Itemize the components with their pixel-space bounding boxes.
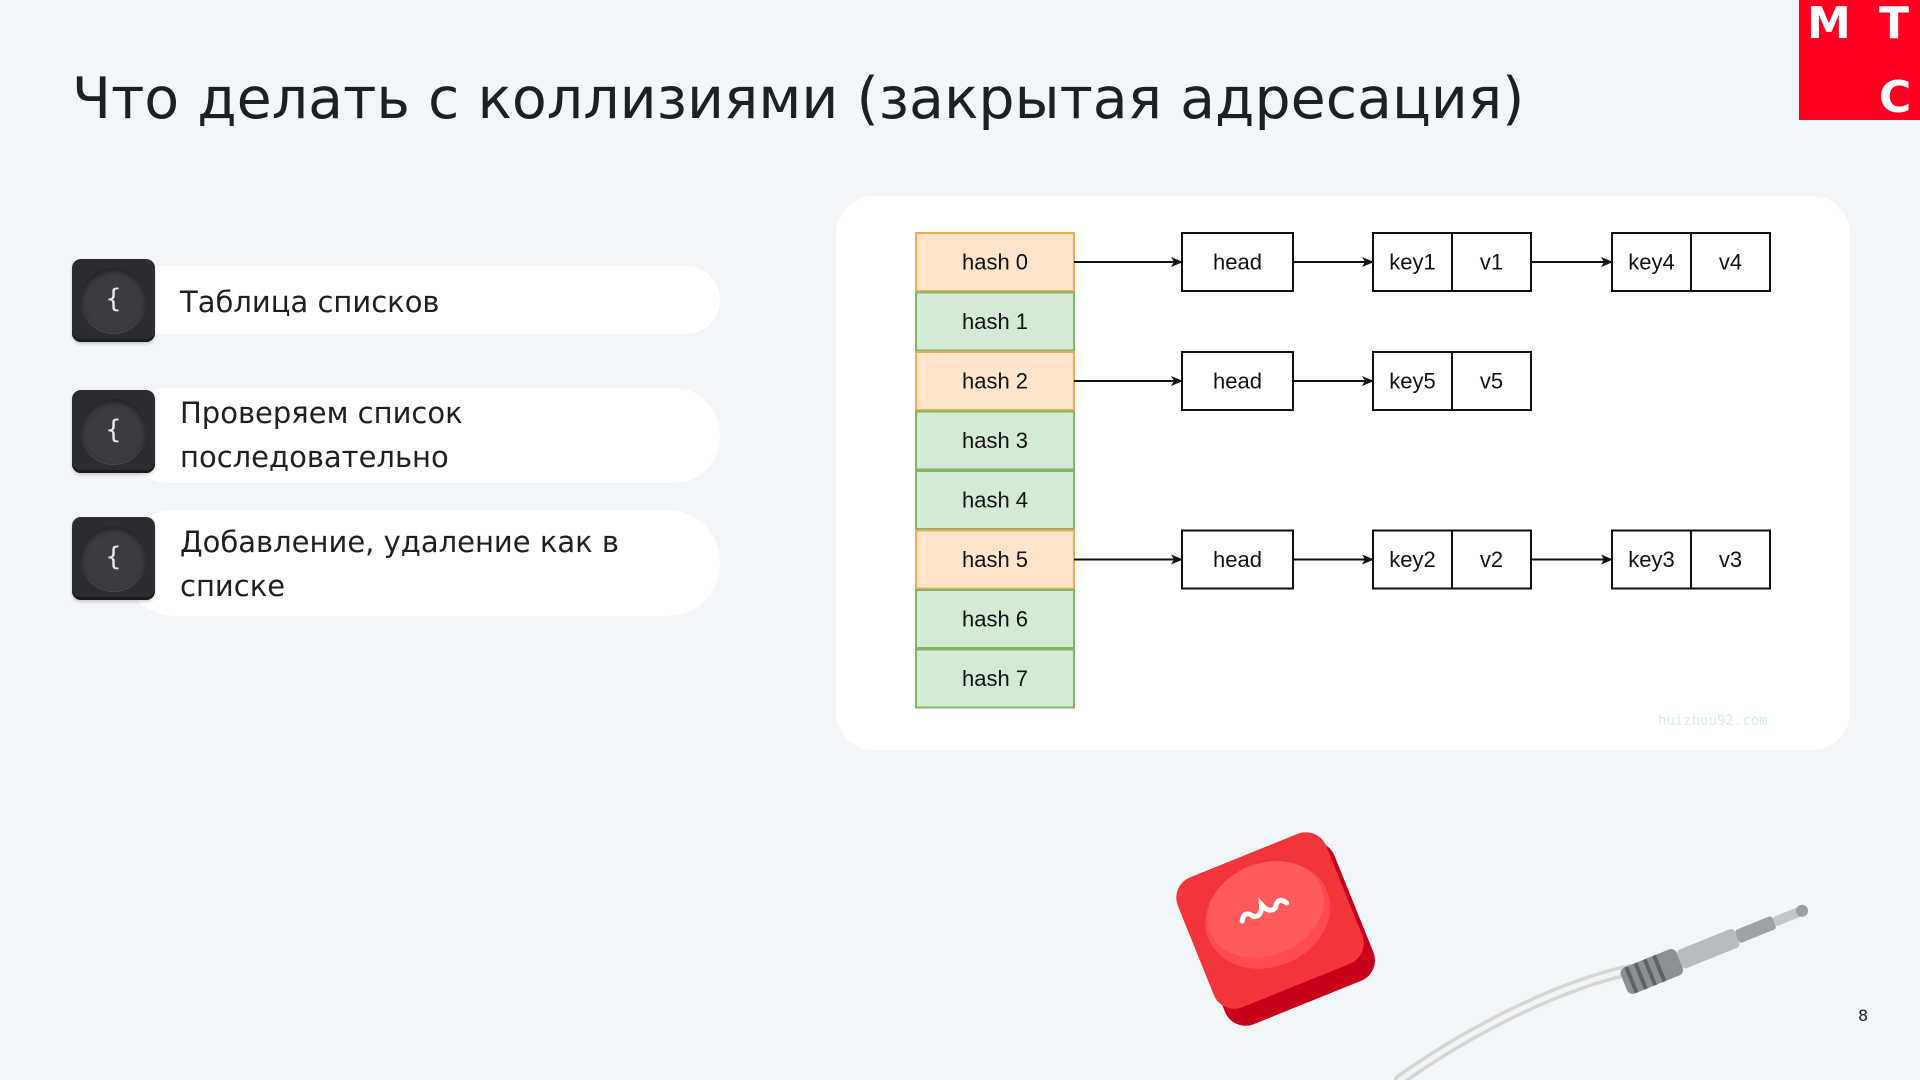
entry-key-label: key1 bbox=[1389, 250, 1435, 275]
entry-value-label: v5 bbox=[1480, 369, 1503, 394]
head-node-label: head bbox=[1213, 369, 1262, 394]
entry-key-cell bbox=[1372, 529, 1453, 590]
entry-value-label: v2 bbox=[1480, 547, 1503, 572]
diagram-watermark: huizhou92.com bbox=[1658, 713, 1768, 729]
bullet-item-2: { Проверяем список последовательно bbox=[72, 388, 720, 483]
entry-key-cell bbox=[1611, 529, 1692, 590]
curly-brace-key-icon: { bbox=[72, 390, 155, 473]
entry-value-cell bbox=[1690, 529, 1771, 590]
head-node bbox=[1181, 351, 1294, 411]
entry-key-label: key4 bbox=[1628, 250, 1674, 275]
hash-bucket bbox=[915, 410, 1075, 471]
entry-key-label: key2 bbox=[1389, 547, 1435, 572]
hash-bucket bbox=[915, 291, 1075, 352]
bullet-text: Проверяем список последовательно bbox=[180, 396, 463, 474]
bullet-item-1: { Таблица списков bbox=[72, 259, 720, 343]
hash-bucket-label: hash 5 bbox=[962, 547, 1028, 572]
entry-key-label: key3 bbox=[1628, 547, 1674, 572]
bullet-pill bbox=[122, 266, 720, 334]
curly-brace-key-icon: { bbox=[72, 517, 155, 600]
head-node-label: head bbox=[1213, 250, 1262, 275]
curly-brace-key-icon: { bbox=[72, 259, 155, 342]
head-node-label: head bbox=[1213, 547, 1262, 572]
bullet-pill bbox=[122, 510, 720, 616]
slide-title: Что делать с коллизиями (закрытая адреса… bbox=[72, 66, 1525, 132]
bullet-item-3: { Добавление, удаление как в списке bbox=[72, 510, 720, 616]
entry-value-label: v3 bbox=[1719, 547, 1742, 572]
entry-key-cell bbox=[1372, 351, 1453, 411]
head-node bbox=[1181, 529, 1294, 590]
hash-bucket bbox=[915, 589, 1075, 649]
bullet-text: Добавление, удаление как в списке bbox=[180, 525, 619, 603]
entry-value-label: v4 bbox=[1719, 250, 1742, 275]
page-number: 8 bbox=[1858, 1006, 1869, 1025]
entry-value-cell bbox=[1451, 529, 1532, 590]
logo-letter-m: М bbox=[1807, 0, 1851, 49]
hash-bucket bbox=[915, 529, 1075, 590]
logo-letter-s: С bbox=[1879, 72, 1912, 123]
hash-bucket-label: hash 0 bbox=[962, 250, 1028, 275]
entry-value-cell bbox=[1451, 232, 1532, 292]
entry-key-label: key5 bbox=[1389, 369, 1435, 394]
head-node bbox=[1181, 232, 1294, 292]
bullet-pill bbox=[122, 388, 720, 483]
bullet-text: Таблица списков bbox=[180, 285, 440, 319]
hash-bucket bbox=[915, 470, 1075, 530]
entry-value-cell bbox=[1451, 351, 1532, 411]
entry-value-cell bbox=[1690, 232, 1771, 292]
hash-bucket-label: hash 1 bbox=[962, 309, 1028, 334]
hash-bucket-label: hash 3 bbox=[962, 428, 1028, 453]
hash-bucket-label: hash 6 bbox=[962, 607, 1028, 632]
hash-bucket bbox=[915, 351, 1075, 411]
entry-value-label: v1 bbox=[1480, 250, 1503, 275]
hash-bucket-label: hash 4 bbox=[962, 488, 1028, 513]
mts-logo: М Т С bbox=[1799, 0, 1920, 120]
hash-bucket-label: hash 7 bbox=[962, 666, 1028, 691]
hash-bucket bbox=[915, 648, 1075, 709]
hash-bucket bbox=[915, 232, 1075, 292]
hash-bucket-label: hash 2 bbox=[962, 369, 1028, 394]
logo-letter-t: Т bbox=[1879, 0, 1910, 49]
